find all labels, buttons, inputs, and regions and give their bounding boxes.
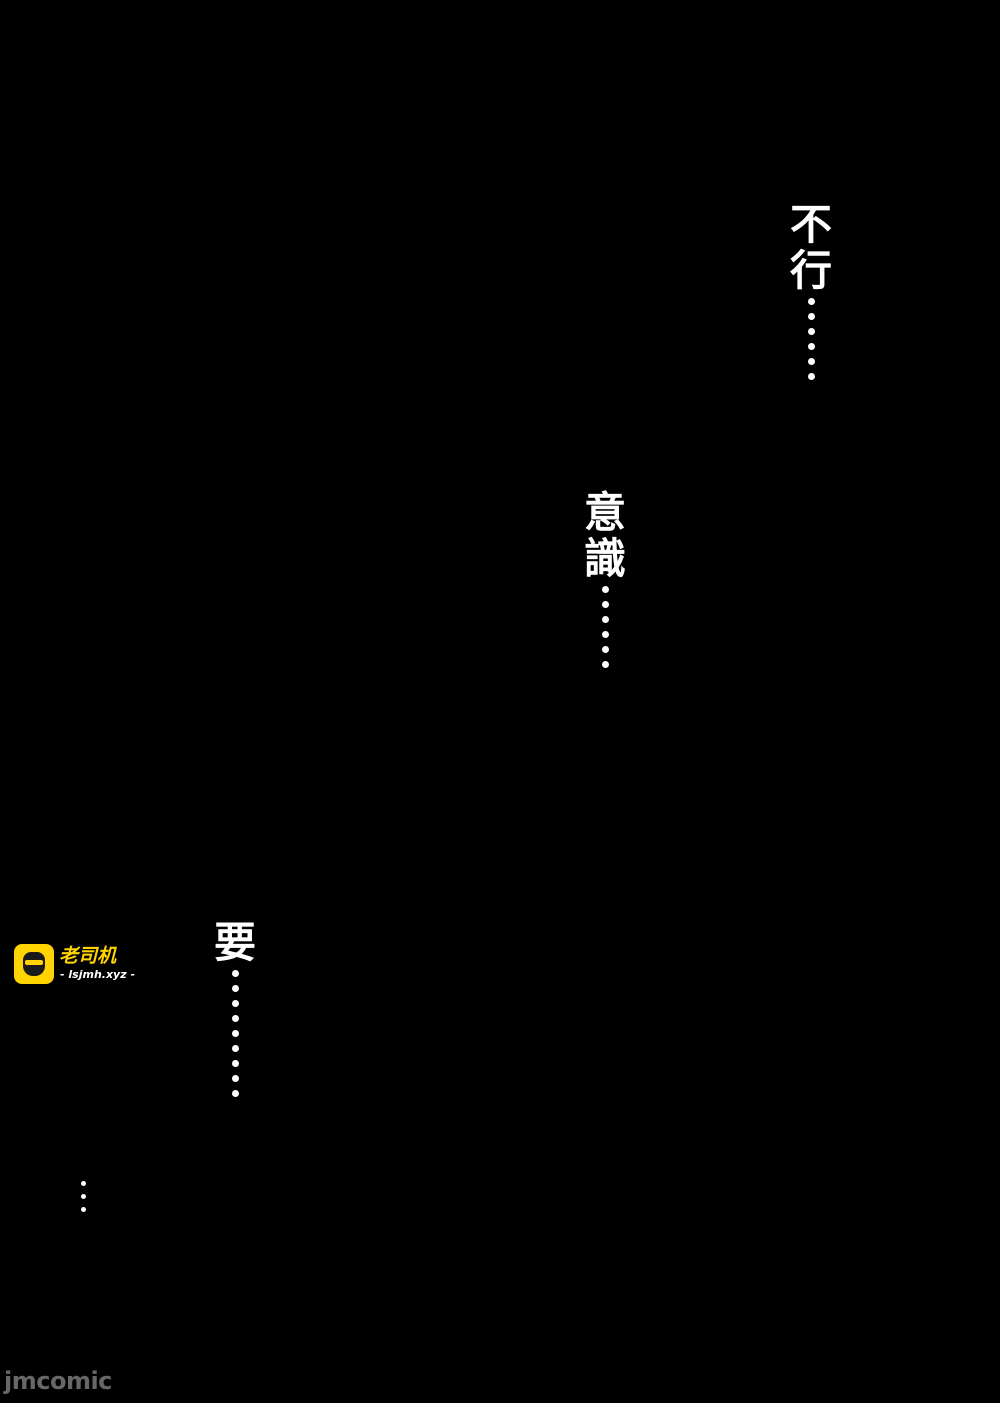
- driver-face-icon: [14, 944, 54, 984]
- ellipsis-dot: [601, 616, 609, 623]
- ellipsis-dot: [231, 1030, 239, 1037]
- ellipsis-dot: [231, 1060, 239, 1067]
- ellipsis-dots: [210, 970, 260, 1097]
- ellipsis-dot: [231, 985, 239, 992]
- speech-char: 識: [583, 534, 626, 583]
- ellipsis-dot: [81, 1181, 86, 1186]
- ellipsis-dot: [231, 1075, 239, 1082]
- ellipsis-dot: [231, 1090, 239, 1097]
- speech-line-3: 要: [210, 920, 260, 1097]
- ellipsis-dot: [807, 373, 815, 380]
- ellipsis-dot: [807, 298, 815, 305]
- logo-url: - lsjmh.xyz -: [60, 968, 136, 981]
- site-logo[interactable]: 老司机 - lsjmh.xyz -: [14, 944, 139, 986]
- ellipsis-dot: [231, 1015, 239, 1022]
- ellipsis-dot: [231, 1000, 239, 1007]
- ellipsis-dots: [580, 586, 630, 668]
- ellipsis-dots: [786, 298, 836, 380]
- ellipsis-dot: [601, 586, 609, 593]
- ellipsis-dot: [231, 970, 239, 977]
- ellipsis-dot: [81, 1207, 86, 1212]
- speech-char: 意: [583, 488, 626, 537]
- ellipsis-dot: [601, 661, 609, 668]
- watermark: jmcomic: [4, 1367, 112, 1395]
- ellipsis-dot: [807, 328, 815, 335]
- ellipsis-dot: [807, 343, 815, 350]
- speech-char: 行: [789, 246, 832, 295]
- ellipsis-dot: [231, 1045, 239, 1052]
- trailing-ellipsis: [81, 1181, 86, 1212]
- ellipsis-dot: [601, 631, 609, 638]
- speech-char: 要: [213, 918, 256, 967]
- ellipsis-dot: [807, 358, 815, 365]
- ellipsis-dot: [81, 1194, 86, 1199]
- speech-line-2: 意 識: [580, 490, 630, 668]
- ellipsis-dot: [807, 313, 815, 320]
- ellipsis-dot: [601, 646, 609, 653]
- ellipsis-dot: [601, 601, 609, 608]
- speech-char: 不: [789, 200, 832, 249]
- logo-title: 老司机: [59, 945, 117, 967]
- speech-line-1: 不 行: [786, 202, 836, 380]
